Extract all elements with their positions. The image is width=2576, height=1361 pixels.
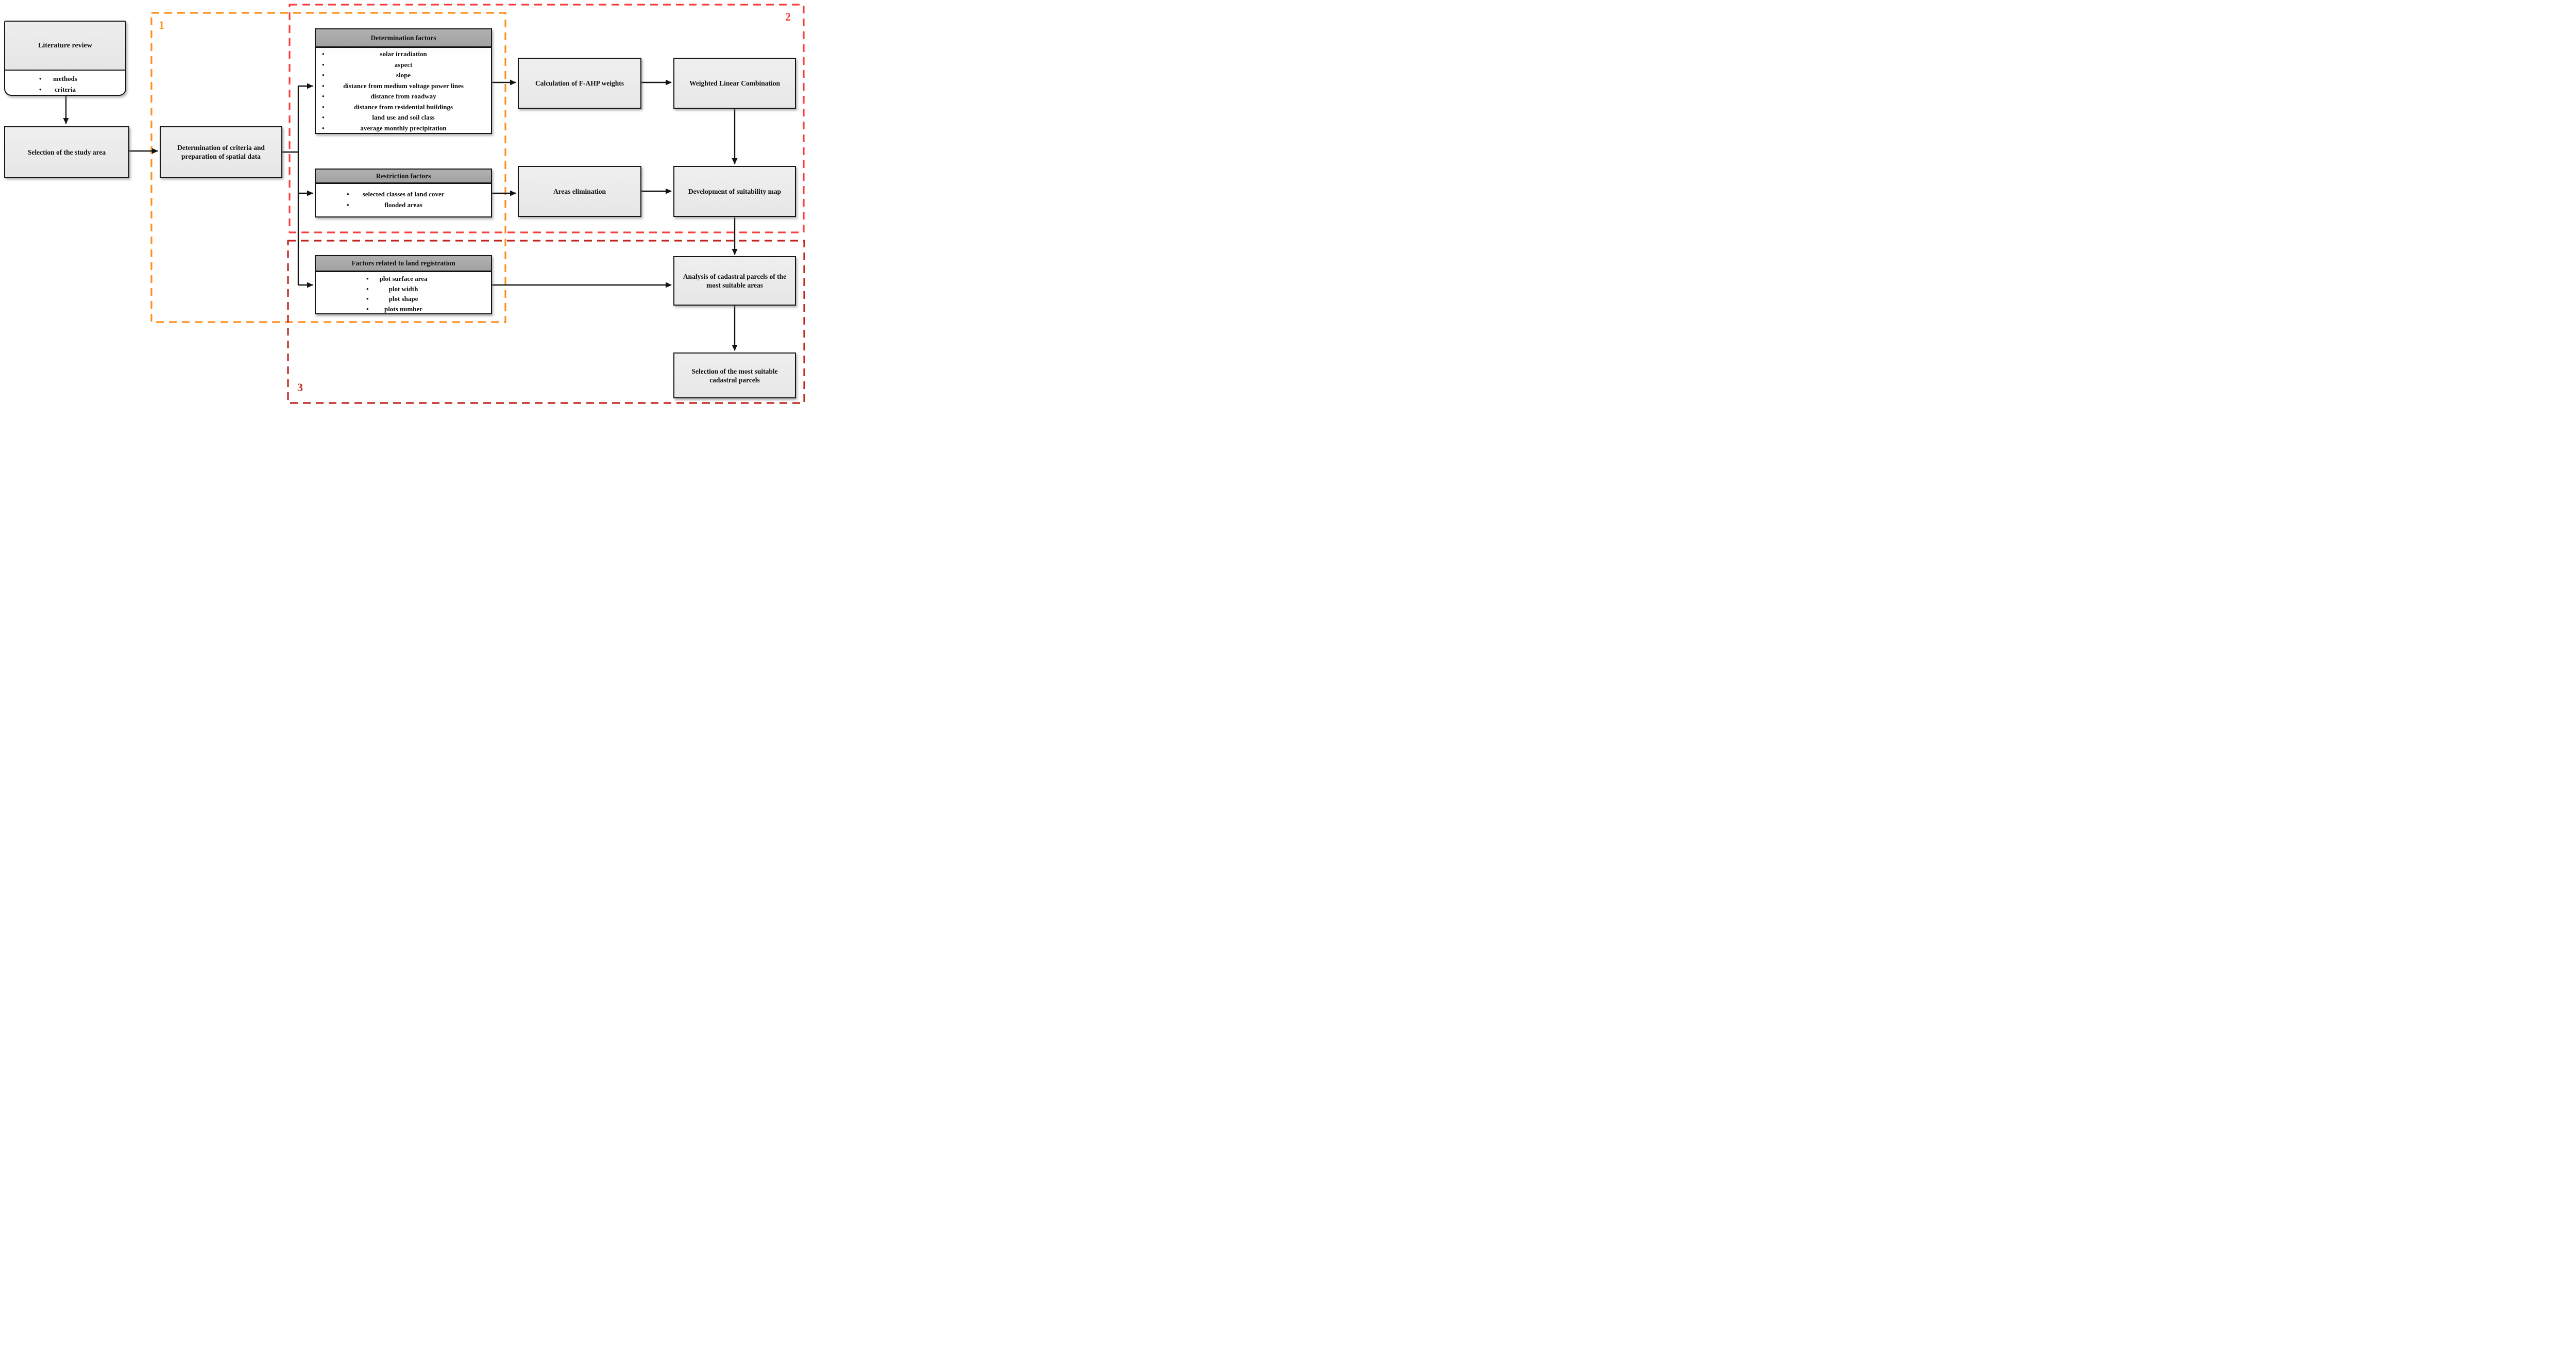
list-item-text: land use and soil class [372,113,435,121]
bullet-icon: • [347,190,349,198]
list-item: • aspect [316,60,491,71]
list-item: • land use and soil class [316,112,491,123]
node-title: Literature review [5,22,125,71]
bullet-icon: • [322,124,325,132]
node-selection-cadastral-parcels: Selection of the most suitable cadastral… [673,352,796,398]
list-item: • distance from roadway [316,91,491,102]
node-label: Weighted Linear Combination [689,79,781,87]
group-2-label: 2 [785,10,791,23]
bullet-icon: • [366,305,369,313]
node-label: Development of suitability map [688,188,782,195]
node-title-text: Literature review [38,41,92,49]
bullet-icon: • [322,50,325,58]
list-item: • plots number [316,304,491,314]
node-header: Determination factors [316,29,491,48]
flowchart-canvas: 1 2 3 Literature review • methods • criteri… [0,0,808,407]
node-analysis-cadastral-parcels: Analysis of cadastral parcels of the mos… [673,256,796,306]
bullet-icon: • [39,75,42,82]
bullet-icon: • [366,284,369,293]
list-item: • selected classes of land cover [316,189,491,199]
node-selection-study-area: Selection of the study area [4,126,129,178]
node-header-text: Determination factors [370,33,436,42]
list-item-text: average monthly precipitation [360,124,447,132]
bullet-icon: • [322,71,325,79]
node-label: Calculation of F-AHP weights [535,79,624,87]
list-item-text: criteria [54,86,76,93]
list-item: • plot width [316,284,491,294]
node-restriction-factors: Restriction factors • selected classes of… [315,169,492,217]
list-item-text: plot width [388,284,418,293]
list-item: • distance from residential buildings [316,102,491,113]
list-item-text: aspect [394,60,413,69]
list-item: • distance from medium voltage power line… [316,81,491,92]
node-header: Restriction factors [316,170,491,184]
list-item-text: distance from residential buildings [353,103,453,111]
list-item-text: plots number [384,305,423,313]
node-header-text: Factors related to land registration [351,259,455,267]
bullet-list: • methods • criteria [5,71,125,95]
list-item-text: flooded areas [384,201,422,209]
bullet-list: • selected classes of land cover • flooded … [316,184,491,210]
bullet-icon: • [347,201,349,209]
node-weighted-linear-combination: Weighted Linear Combination [673,58,796,109]
bullet-icon: • [366,275,369,282]
list-item-text: selected classes of land cover [362,190,445,198]
group-3-label: 3 [297,381,303,394]
bullet-icon: • [322,103,325,111]
node-label: Selection of the study area [27,148,106,156]
group-1-label: 1 [159,19,164,31]
node-determination-factors: Determination factors • solar irradiation… [315,28,492,134]
list-item-text: plot surface area [379,275,428,282]
bullet-icon: • [322,81,325,90]
list-item-text: slope [396,71,411,79]
list-item: • average monthly precipitation [316,123,491,134]
bullet-list: • solar irradiation • aspect • slope • distance… [316,48,491,133]
list-item-text: distance from medium voltage power lines [343,81,464,90]
node-label: Determination of criteria and preparatio… [177,144,265,160]
list-item: • criteria [5,84,125,95]
node-determination-criteria: Determination of criteria and preparatio… [160,126,282,178]
bullet-icon: • [322,113,325,121]
node-label: Analysis of cadastral parcels of the mos… [683,273,787,289]
list-item: • flooded areas [316,199,491,210]
list-item-text: methods [53,75,77,82]
node-header-text: Restriction factors [376,172,431,180]
list-item: • plot shape [316,294,491,304]
list-item: • solar irradiation [316,49,491,60]
bullet-icon: • [322,60,325,69]
node-calculation-fahp: Calculation of F-AHP weights [518,58,641,109]
list-item: • plot surface area [316,274,491,284]
bullet-icon: • [366,295,369,303]
node-label: Areas elimination [553,188,606,195]
node-factors-land-registration: Factors related to land registration • pl… [315,255,492,314]
bullet-icon: • [322,92,325,100]
node-header: Factors related to land registration [316,256,491,272]
node-development-suitability-map: Development of suitability map [673,166,796,217]
list-item: • slope [316,70,491,81]
list-item: • methods [5,73,125,84]
node-label: Selection of the most suitable cadastral… [691,367,778,384]
list-item-text: solar irradiation [380,50,427,58]
list-item-text: distance from roadway [370,92,436,100]
bullet-list: • plot surface area • plot width • plot shape… [316,272,491,314]
node-literature-review: Literature review • methods • criteria [4,21,126,96]
bullet-icon: • [39,86,42,93]
node-areas-elimination: Areas elimination [518,166,641,217]
list-item-text: plot shape [388,295,418,303]
